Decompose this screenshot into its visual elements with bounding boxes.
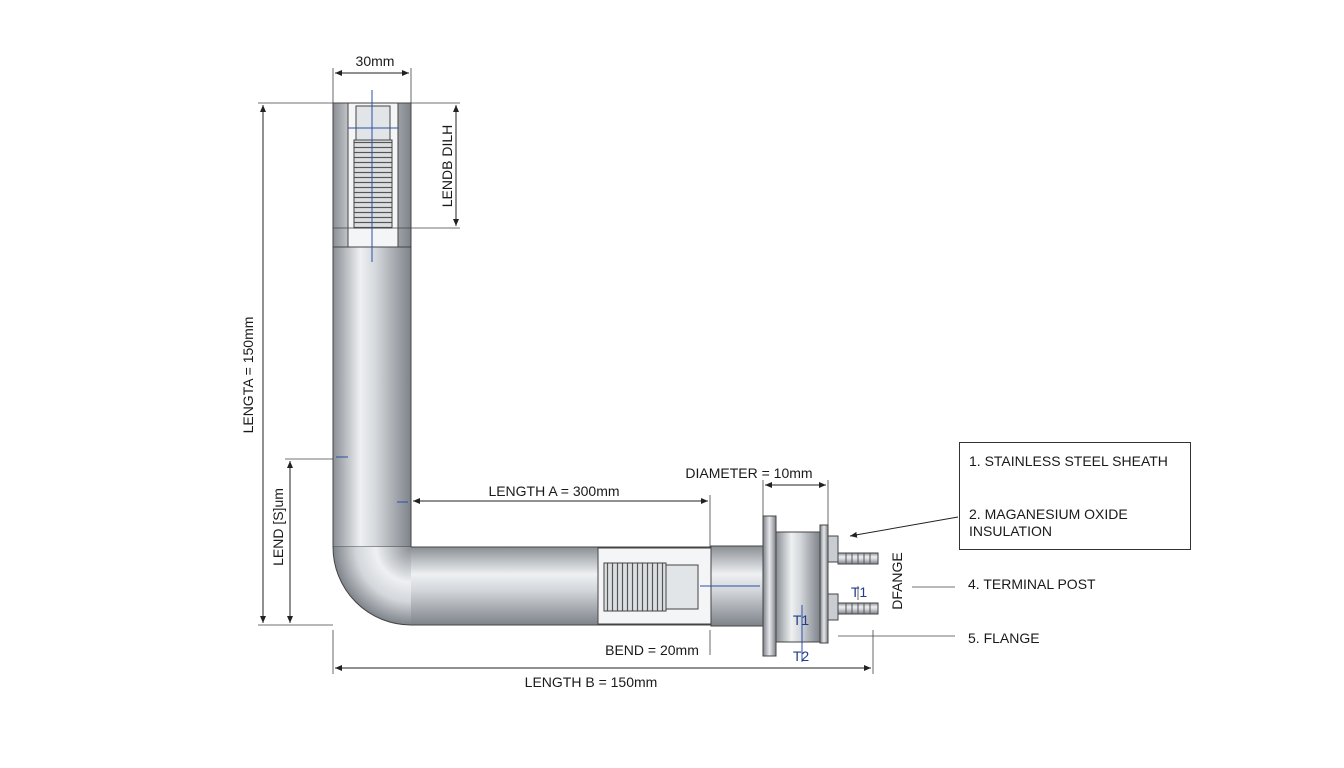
terminal-t1-right: T1: [851, 584, 868, 600]
terminal-t1-lower: T1: [793, 612, 810, 628]
terminal-post-upper: [837, 552, 879, 565]
bend-label: BEND = 20mm: [605, 642, 699, 658]
dim-left-length: [258, 102, 333, 626]
leader-lines: [838, 516, 959, 637]
legend-item-sheath: 1. STAINLESS STEEL SHEATH: [969, 453, 1168, 469]
terminal-t2: T2: [793, 648, 810, 664]
top-coil-cutaway: [333, 102, 411, 248]
legend-item-terminal-post: 4. TERMINAL POST: [968, 576, 1096, 592]
dim-top-width: [332, 68, 412, 103]
center-lines: [336, 90, 803, 662]
dim-length-b: [332, 630, 874, 674]
top-width-label: 30mm: [356, 53, 395, 69]
horizontal-coil-cutaway: [597, 547, 712, 625]
legend-item-flange: 5. FLANGE: [968, 630, 1040, 646]
legend-item-insulation: 2. MAGANESIUM OXIDE INSULATION: [969, 506, 1128, 539]
dim-diameter: [762, 480, 829, 525]
top-length-label: LENDB DILH: [439, 125, 455, 207]
length-a-label: LENGTH A = 300mm: [488, 483, 619, 499]
dim-length-a: [410, 495, 711, 547]
left-length-label: LENGTA = 150mm: [240, 317, 256, 434]
flange-side-label: DFANGE: [889, 552, 905, 610]
diameter-label: DIAMETER = 10mm: [685, 465, 812, 481]
legend-box: 1. STAINLESS STEEL SHEATH 2. MAGANESIUM …: [959, 442, 1191, 550]
terminal-post-lower: [837, 602, 879, 615]
dim-left-inner: [285, 458, 333, 623]
left-inner-label: LEND [S]um: [270, 488, 286, 566]
length-b-label: LENGTH B = 150mm: [525, 674, 658, 690]
dim-top-length: [411, 102, 460, 229]
